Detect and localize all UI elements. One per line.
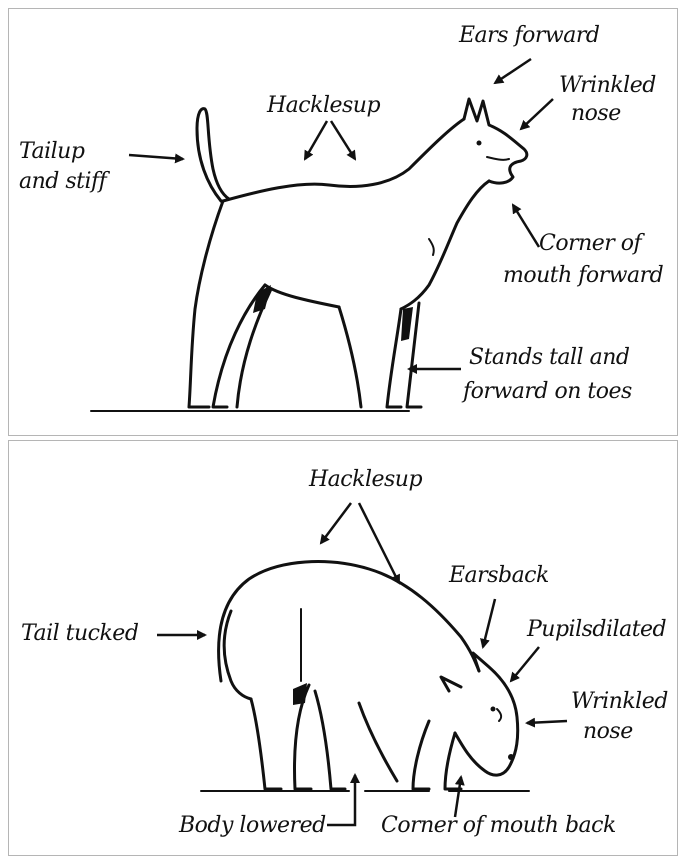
label-ears-back: Earsback bbox=[449, 563, 549, 588]
label-stance-line2: forward on toes bbox=[463, 379, 632, 404]
label-hackles-up: Hacklesup bbox=[309, 467, 422, 492]
label-tail-tucked: Tail tucked bbox=[21, 621, 138, 646]
label-wrinkled-nose-line1: Wrinkled bbox=[559, 73, 656, 98]
fearful-dog-panel: Hacklesup Earsback Pupilsdilated Tail tu… bbox=[8, 440, 678, 856]
label-corner-of-mouth-back: Corner of mouth back bbox=[381, 813, 616, 838]
label-pupils-dilated: Pupilsdilated bbox=[527, 617, 666, 642]
label-wrinkled-nose-line1: Wrinkled bbox=[571, 689, 668, 714]
label-tail-up-line1: Tailup bbox=[19, 139, 84, 164]
label-wrinkled-nose-line2: nose bbox=[583, 719, 633, 744]
label-stance-line1: Stands tall and bbox=[469, 345, 629, 370]
label-hackles-up: Hacklesup bbox=[267, 93, 380, 118]
aggressive-dog-panel: Ears forward Wrinkled nose Hacklesup Tai… bbox=[8, 8, 678, 436]
label-wrinkled-nose-line2: nose bbox=[571, 101, 621, 126]
fearful-dog-drawing bbox=[219, 562, 518, 789]
label-body-lowered: Body lowered bbox=[179, 813, 326, 838]
fearful-dog-illustration bbox=[9, 441, 679, 857]
label-mouth-forward-line2: mouth forward bbox=[503, 263, 663, 288]
label-ears-forward: Ears forward bbox=[459, 23, 599, 48]
label-tail-up-line2: and stiff bbox=[19, 169, 106, 194]
label-mouth-forward-line1: Corner of bbox=[539, 231, 641, 256]
